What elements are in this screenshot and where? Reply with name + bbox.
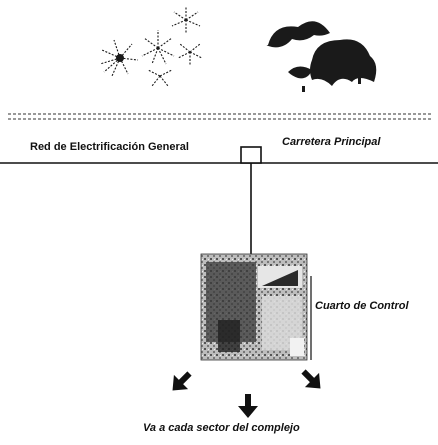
arrow-down-right-icon: [301, 369, 321, 389]
main-road-label: Carretera Principal: [282, 136, 381, 148]
power-grid-label: Red de Electrificación General: [30, 141, 189, 153]
round-tree-icon: [266, 21, 377, 92]
palm-tree-icon: [99, 6, 203, 87]
control-room-label: Cuarto de Control: [315, 300, 409, 312]
arrow-down-icon: [238, 394, 258, 418]
control-room: [200, 253, 308, 361]
arrow-down-left-icon: [172, 371, 192, 391]
distribution-label: Va a cada sector del complejo: [143, 422, 300, 434]
connection-box: [240, 146, 262, 164]
